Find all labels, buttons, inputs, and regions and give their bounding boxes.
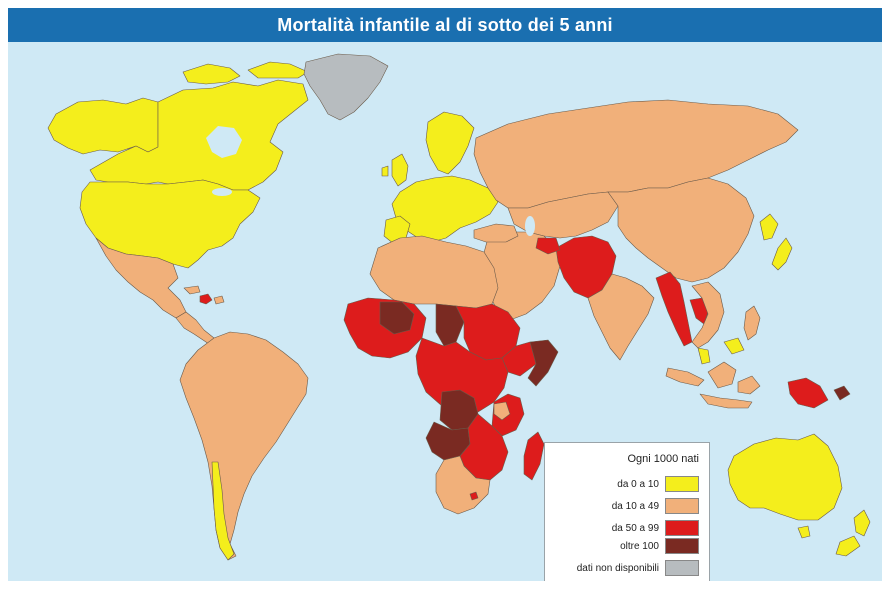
region-china [607,177,755,283]
legend-label: da 0 a 10 [617,478,659,490]
legend-label: oltre 100 [620,540,659,552]
legend-heading: Ogni 1000 nati [627,453,699,465]
region-southern-africa [459,413,509,481]
legend-label: da 10 a 49 [611,500,659,512]
legend-swatch-red [665,520,699,536]
region-greenland [303,53,389,121]
region-new-zealand [835,509,871,557]
legend-swatch-grey [665,560,699,576]
region-tasmania [797,525,811,539]
region-lesotho [469,491,479,501]
region-great-lakes [212,188,232,196]
legend-item-10-49: da 10 a 49 [545,497,709,515]
region-chile-strip [211,461,235,561]
region-caribbean [183,285,225,305]
region-se-asia [691,281,725,349]
region-caspian [525,216,535,236]
region-myanmar [655,271,693,347]
region-malaysia [697,337,745,365]
region-turkey [473,223,519,243]
legend-swatch-orange [665,498,699,514]
region-north-africa [369,235,499,309]
legend-item-0-10: da 0 a 10 [545,475,709,493]
region-scandinavia [425,111,475,175]
region-indonesia [665,361,761,409]
region-india [587,273,655,361]
region-australia [727,433,843,521]
legend-item-no-data: dati non disponibili [545,559,709,577]
legend-item-50-99: da 50 a 99 [545,519,709,537]
region-canada-islands [182,61,309,85]
region-south-africa [435,455,491,515]
world-map [47,53,871,561]
region-turkmenistan [535,237,561,255]
region-uk [381,153,409,187]
region-haiti [199,293,213,305]
legend-swatch-yellow [665,476,699,492]
region-philippines [743,305,761,341]
region-central-africa [415,337,509,415]
region-solomon [833,385,851,401]
region-madagascar [523,431,545,481]
region-png [787,377,829,409]
region-somalia [527,339,559,387]
legend-swatch-dark-red [665,538,699,554]
region-mexico [95,237,187,319]
legend-item-over-100: oltre 100 [545,537,709,555]
legend-label: da 50 a 99 [611,522,659,534]
map-title: Mortalità infantile al di sotto dei 5 an… [8,8,882,42]
region-south-america [179,331,309,561]
region-alaska [47,97,159,155]
region-korea-japan [759,213,793,271]
region-tanzania [493,401,511,421]
legend-label: dati non disponibili [576,562,659,574]
map-legend: Ogni 1000 nati da 0 a 10 da 10 a 49 da 5… [544,442,710,581]
map-frame: Mortalità infantile al di sotto dei 5 an… [8,8,882,581]
region-hudson-bay [206,126,242,158]
